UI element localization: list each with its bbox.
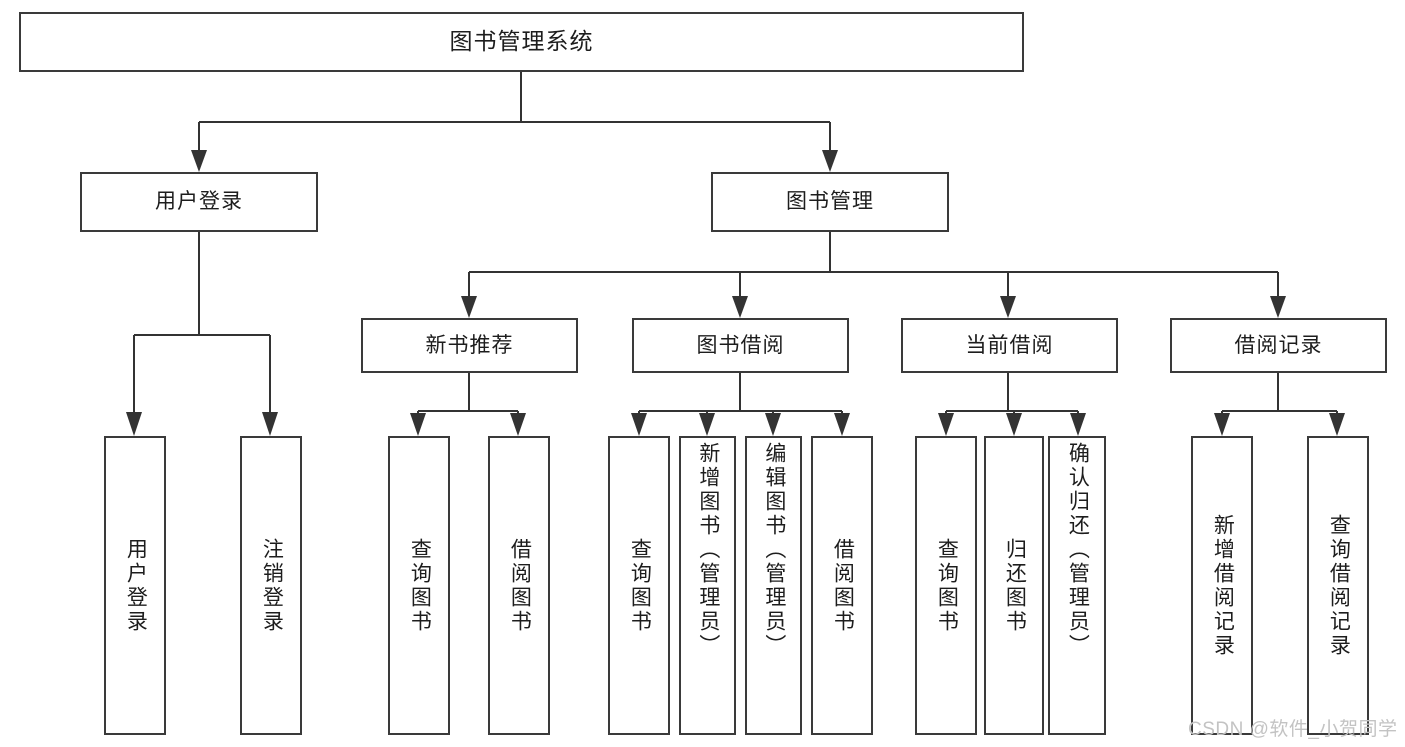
leaf-query-book-recommend[interactable]: 查询图书 [388, 436, 450, 735]
node-label: 用户登录 [124, 537, 148, 634]
leaf-return-book[interactable]: 归还图书 [984, 436, 1044, 735]
node-label: 查询图书 [628, 537, 652, 634]
node-root-book-management-system[interactable]: 图书管理系统 [19, 12, 1024, 72]
node-book-borrow[interactable]: 图书借阅 [632, 318, 849, 373]
node-label: 归还图书 [1003, 537, 1027, 634]
leaf-logout[interactable]: 注销登录 [240, 436, 302, 735]
node-label: 新增图书（管理员） [696, 442, 720, 658]
node-label: 图书管理系统 [449, 28, 594, 55]
node-label: 图书管理 [786, 190, 874, 214]
node-label: 新书推荐 [425, 333, 514, 357]
leaf-add-borrow-record[interactable]: 新增借阅记录 [1191, 436, 1253, 735]
node-label: 新增借阅记录 [1211, 513, 1235, 658]
node-label: 用户登录 [155, 190, 243, 214]
node-label: 查询图书 [408, 537, 432, 634]
node-label: 图书借阅 [696, 333, 785, 357]
node-borrow-record[interactable]: 借阅记录 [1170, 318, 1387, 373]
leaf-user-login[interactable]: 用户登录 [104, 436, 166, 735]
node-label: 查询借阅记录 [1327, 513, 1351, 658]
node-label: 注销登录 [260, 537, 284, 634]
leaf-borrow-book[interactable]: 借阅图书 [811, 436, 873, 735]
node-book-management[interactable]: 图书管理 [711, 172, 949, 232]
node-new-book-recommend[interactable]: 新书推荐 [361, 318, 578, 373]
node-label: 当前借阅 [965, 333, 1054, 357]
leaf-add-book-admin[interactable]: 新增图书（管理员） [679, 436, 736, 735]
leaf-query-book-borrow[interactable]: 查询图书 [608, 436, 670, 735]
leaf-borrow-book-recommend[interactable]: 借阅图书 [488, 436, 550, 735]
leaf-edit-book-admin[interactable]: 编辑图书（管理员） [745, 436, 802, 735]
leaf-query-borrow-record[interactable]: 查询借阅记录 [1307, 436, 1369, 735]
node-label: 编辑图书（管理员） [762, 442, 786, 658]
node-current-borrow[interactable]: 当前借阅 [901, 318, 1118, 373]
node-user-login[interactable]: 用户登录 [80, 172, 318, 232]
node-label: 确认归还（管理员） [1066, 442, 1090, 658]
node-label: 借阅图书 [508, 537, 532, 634]
leaf-query-book-current[interactable]: 查询图书 [915, 436, 977, 735]
node-label: 借阅记录 [1234, 333, 1323, 357]
node-label: 查询图书 [935, 537, 959, 634]
node-label: 借阅图书 [831, 537, 855, 634]
leaf-confirm-return-admin[interactable]: 确认归还（管理员） [1048, 436, 1106, 735]
